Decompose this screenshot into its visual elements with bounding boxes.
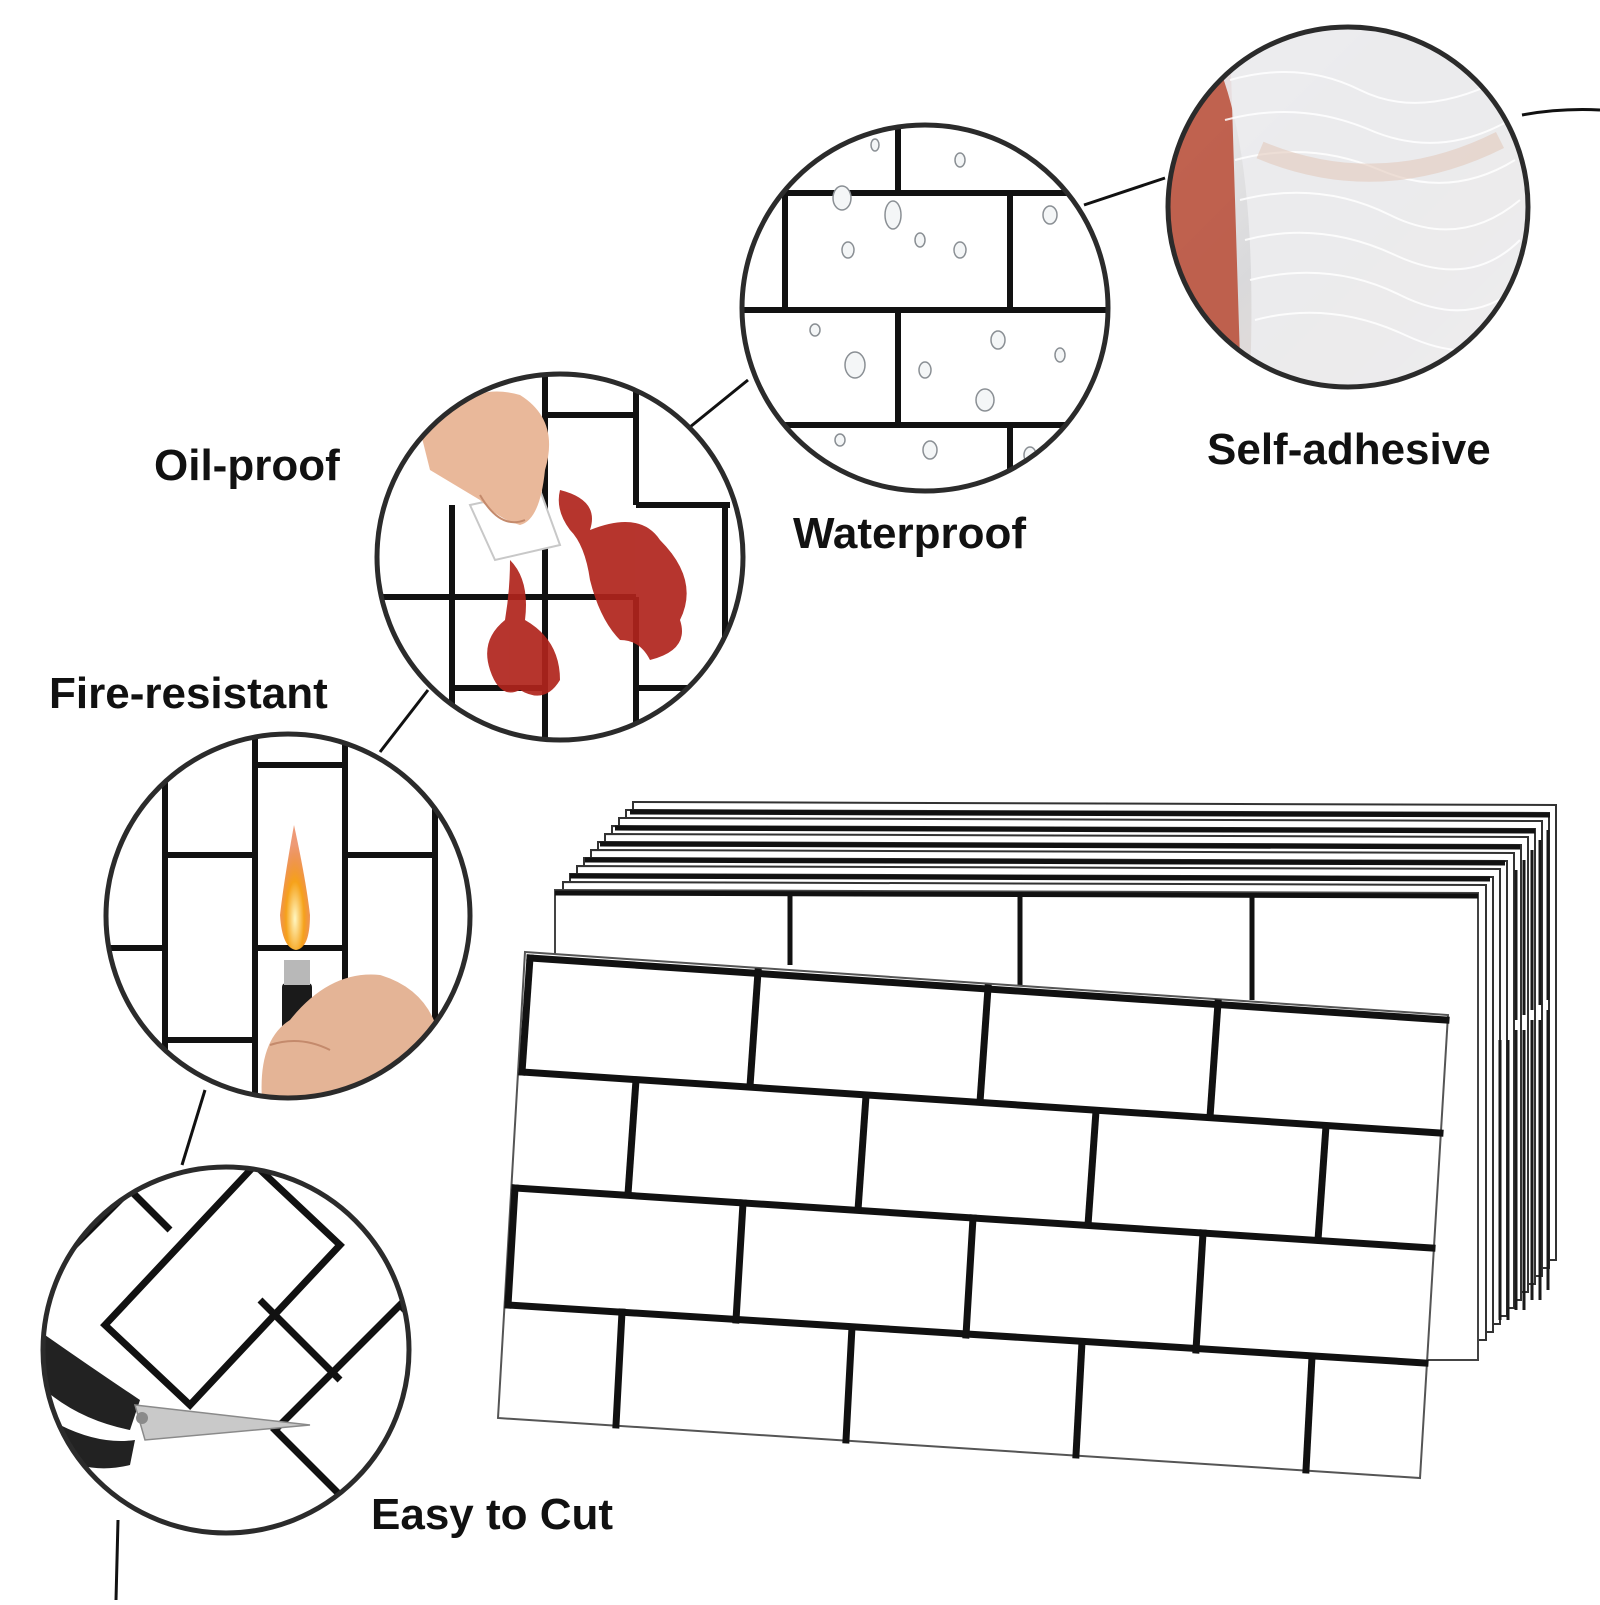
front-sheet — [496, 950, 1450, 1480]
water-droplets — [809, 138, 1075, 464]
scissors-icon — [45, 1335, 311, 1469]
connector-lines — [114, 108, 1600, 1601]
easy-to-cut-circle — [40, 1164, 412, 1536]
feature-label-easy-to-cut: Easy to Cut — [371, 1490, 614, 1539]
flame-icon — [280, 825, 310, 950]
oil-stain — [487, 490, 687, 696]
self-adhesive-circle — [1165, 24, 1531, 390]
feature-label-self-adhesive: Self-adhesive — [1207, 425, 1491, 474]
fire-resistant-circle — [103, 731, 473, 1101]
oil-proof-circle — [374, 371, 746, 743]
connector-line — [378, 689, 430, 753]
connector-line — [114, 1519, 120, 1601]
connector-line — [1521, 108, 1600, 117]
feature-label-waterproof: Waterproof — [793, 509, 1027, 558]
tile-stack — [496, 800, 1557, 1480]
feature-label-fire-resistant: Fire-resistant — [49, 669, 328, 718]
waterproof-circle — [739, 122, 1111, 494]
feature-label-oil-proof: Oil-proof — [154, 441, 340, 490]
connector-line — [180, 1089, 207, 1166]
connector-line — [1083, 176, 1166, 207]
connector-line — [689, 378, 749, 429]
hand — [420, 391, 550, 525]
